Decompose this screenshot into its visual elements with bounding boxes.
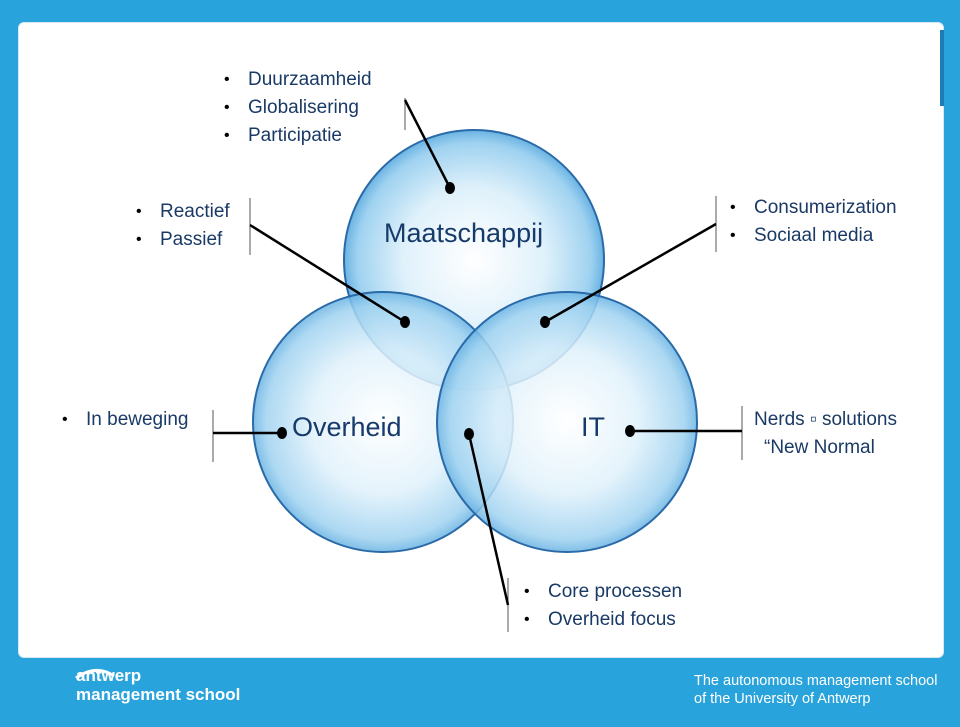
- callout-far-right: Nerds ▫ solutions “New Normal: [754, 406, 897, 462]
- bullet-icon: •: [730, 227, 736, 244]
- list-item: •Reactief: [134, 198, 230, 226]
- connector-dot-bottom: [464, 428, 474, 440]
- label-it: IT: [581, 412, 605, 442]
- list-item: •Passief: [134, 226, 230, 254]
- callout-right-top: •Consumerization •Sociaal media: [728, 194, 897, 250]
- bullet-icon: •: [730, 199, 736, 216]
- bullet-icon: •: [224, 99, 230, 116]
- footer-tagline: The autonomous management school of the …: [694, 672, 937, 708]
- bullet-icon: •: [136, 203, 142, 220]
- list-item: •Participatie: [222, 122, 372, 150]
- bullet-icon: •: [62, 411, 68, 428]
- circle-it: [436, 291, 698, 553]
- footer-logo: antwerp management school: [76, 666, 240, 704]
- tagline-line-1: The autonomous management school: [694, 673, 938, 689]
- list-item: •Consumerization: [728, 194, 897, 222]
- bullet-icon: •: [224, 127, 230, 144]
- list-item: •Sociaal media: [728, 222, 897, 250]
- connector-bottom: [467, 433, 510, 606]
- bullet-icon: •: [524, 583, 530, 600]
- slide-edge-accent: [940, 30, 944, 106]
- connector-dot-top: [445, 182, 455, 194]
- callout-far-left: •In beweging: [60, 406, 188, 434]
- connector-dot-right: [540, 316, 550, 328]
- connector-right: [544, 222, 717, 324]
- callout-far-right-line: “New Normal: [764, 437, 875, 458]
- logo-line-1: antwerp: [76, 666, 142, 685]
- connector-dot-far-right: [625, 425, 635, 437]
- connector-dot-far-left: [277, 427, 287, 439]
- connector-dot-left: [400, 316, 410, 328]
- callout-top-left: •Duurzaamheid •Globalisering •Participat…: [222, 66, 372, 150]
- list-item: •In beweging: [60, 406, 188, 434]
- list-item: •Duurzaamheid: [222, 66, 372, 94]
- logo-swoosh-icon: [75, 669, 115, 680]
- callout-bottom: •Core processen •Overheid focus: [522, 578, 682, 634]
- label-maatschappij: Maatschappij: [384, 218, 544, 248]
- bullet-icon: •: [136, 231, 142, 248]
- connector-top: [403, 99, 452, 189]
- logo-line-2: management school: [76, 685, 241, 704]
- list-item: •Core processen: [522, 578, 682, 606]
- label-overheid: Overheid: [292, 412, 402, 442]
- tagline-line-2: of the University of Antwerp: [694, 691, 871, 707]
- bullet-icon: •: [524, 611, 530, 628]
- callout-far-right-line: Nerds ▫ solutions: [754, 409, 897, 430]
- list-item: •Globalisering: [222, 94, 372, 122]
- bullet-icon: •: [224, 71, 230, 88]
- connector-left: [249, 223, 406, 324]
- list-item: •Overheid focus: [522, 606, 682, 634]
- callout-left: •Reactief •Passief: [134, 198, 230, 254]
